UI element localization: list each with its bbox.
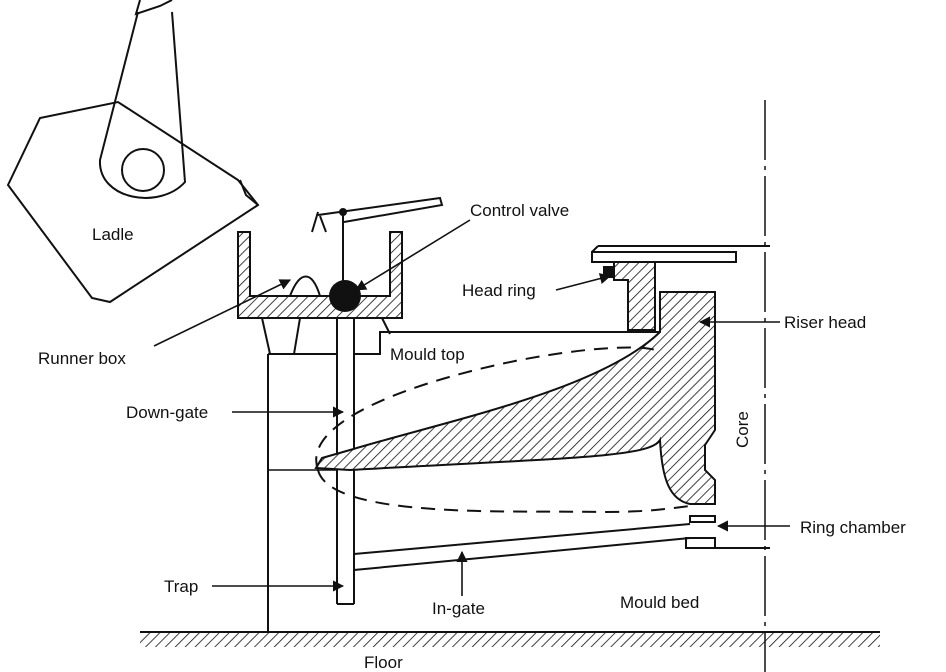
label-trap: Trap xyxy=(164,577,198,596)
label-control-valve: Control valve xyxy=(470,201,569,220)
label-in-gate: In-gate xyxy=(432,599,485,618)
label-core: Core xyxy=(733,411,752,448)
label-ring-chamber: Ring chamber xyxy=(800,518,906,537)
ring-chamber xyxy=(685,515,770,549)
head-ring xyxy=(591,245,770,331)
control-valve xyxy=(311,196,444,312)
floor xyxy=(140,631,880,647)
label-runner-box: Runner box xyxy=(38,349,126,368)
in-gate xyxy=(353,523,691,571)
runner-box xyxy=(237,231,403,355)
ladle xyxy=(6,0,260,304)
leader-lines xyxy=(153,219,790,596)
label-floor: Floor xyxy=(364,653,403,672)
label-ladle: Ladle xyxy=(92,225,134,244)
label-head-ring: Head ring xyxy=(462,281,536,300)
casting xyxy=(314,291,716,505)
dashed-outline xyxy=(315,346,691,514)
label-riser-head: Riser head xyxy=(784,313,866,332)
label-down-gate: Down-gate xyxy=(126,403,208,422)
label-mould-bed: Mould bed xyxy=(620,593,699,612)
label-mould-top: Mould top xyxy=(390,345,465,364)
